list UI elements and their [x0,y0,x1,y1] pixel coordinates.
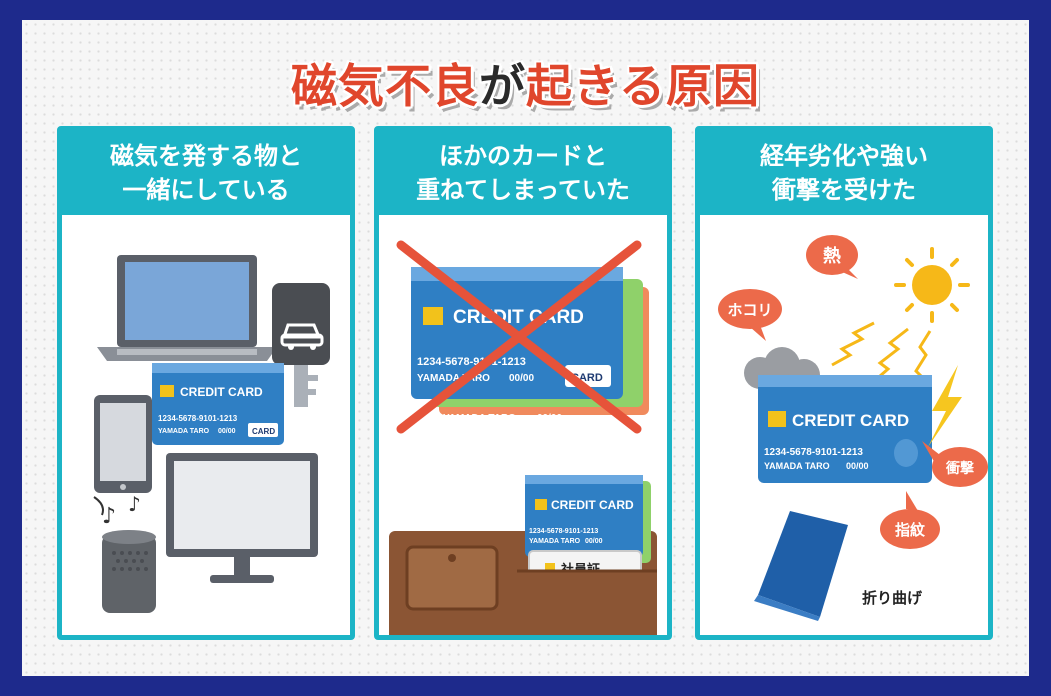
wallet-credit-card: CREDIT CARD 1234-5678-9101-1213 YAMADA T… [525,475,651,563]
aging-impact-illustration: 熱 ホコリ CREDIT CARD 1234- [718,235,988,621]
stacked-cards-illustration: YAMADA TARO 00/00 CREDIT CARD 1234-5678-… [389,240,657,641]
card-expiry: 00/00 [218,428,236,435]
card-expiry: 00/00 [846,461,869,471]
panel-heading: 磁気を発する物と 一緒にしている [62,131,350,215]
card-holder: YAMADA TARO [529,538,581,545]
laptop-icon [97,255,277,361]
card-logo: CARD [252,427,275,436]
card-holder: YAMADA TARO [158,428,210,435]
card-brand: CREDIT CARD [792,411,909,430]
impact-bubble: 衝撃 [922,441,988,487]
lightning-icon [928,365,962,447]
card-expiry: 00/00 [585,538,603,545]
back-card-expiry: 00/00 [537,413,562,424]
car-key-icon [272,283,330,407]
fingerprint-label: 指紋 [895,521,925,539]
monitor-icon [166,453,318,583]
card-number: 1234-5678-9101-1213 [158,414,238,423]
panel-illustration: CREDIT CARD 1234-5678-9101-1213 YAMADA T… [62,215,350,635]
music-note-icon: ♪ ♪ [93,492,141,529]
credit-card: CREDIT CARD 1234-5678-9101-1213 YAMADA T… [758,375,932,483]
panel-illustration: 熱 ホコリ CREDIT CARD 1234- [700,215,988,635]
fingerprint-bubble: 指紋 [880,491,940,549]
card-number: 1234-5678-9101-1213 [417,356,526,368]
cross-mark-icon [396,240,642,434]
panel-magnetic-objects: 磁気を発する物と 一緒にしている [57,126,355,640]
heading-line-2: 重ねてしまっていた [416,176,630,204]
sun-icon [894,247,970,323]
dust-bubble: ホコリ [718,289,782,341]
heading-line-1: ほかのカードと [439,142,607,170]
heading-line-2: 衝撃を受けた [772,176,916,204]
wallet-front-pocket [517,569,657,641]
card-number: 1234-5678-9101-1213 [764,447,863,458]
svg-text:♪: ♪ [128,492,141,516]
panel-stacked-cards: ほかのカードと 重ねてしまっていた YAMADA TARO 00/00 CRED… [374,126,672,641]
title-part-magnetic-failure: 磁気不良 [290,59,479,113]
poster-title: 磁気不良が起きる原因 [22,50,1029,116]
impact-label: 衝撃 [945,460,974,477]
title-part-particle: が [478,59,526,113]
card-expiry: 00/00 [509,373,534,384]
back-card-holder: YAMADA TARO [443,413,516,424]
card-brand: CREDIT CARD [453,307,584,328]
panel-illustration: YAMADA TARO 00/00 CREDIT CARD 1234-5678-… [379,215,667,641]
card-brand: CREDIT CARD [180,385,263,399]
heading-line-2: 一緒にしている [122,176,290,204]
heat-label: 熱 [823,245,841,267]
panel-heading: 経年劣化や強い 衝撃を受けた [700,131,988,215]
magnetic-objects-illustration: CREDIT CARD 1234-5678-9101-1213 YAMADA T… [93,255,330,613]
heat-bubble: 熱 [806,235,858,279]
card-number: 1234-5678-9101-1213 [529,528,598,535]
credit-card: CREDIT CARD 1234-5678-9101-1213 YAMADA T… [152,363,284,445]
bent-card-icon [754,511,848,621]
bend-label: 折り曲げ [862,589,923,607]
card-holder: YAMADA TARO [417,373,490,384]
poster-background: 磁気不良が起きる原因 磁気を発する物と 一緒にしている [22,20,1029,676]
smartphone-icon [94,395,152,493]
fingerprint-icon [894,439,918,467]
title-part-causes: 起きる原因 [525,59,761,113]
dust-label: ホコリ [727,301,772,319]
card-brand: CREDIT CARD [551,498,634,512]
panel-heading: ほかのカードと 重ねてしまっていた [379,131,667,215]
heading-line-1: 磁気を発する物と [110,142,302,170]
panel-aging-impact: 経年劣化や強い 衝撃を受けた [695,126,993,640]
card-holder: YAMADA TARO [764,461,830,471]
svg-text:♪: ♪ [102,504,116,529]
heading-line-1: 経年劣化や強い [760,142,928,170]
smart-speaker-icon [102,530,156,613]
